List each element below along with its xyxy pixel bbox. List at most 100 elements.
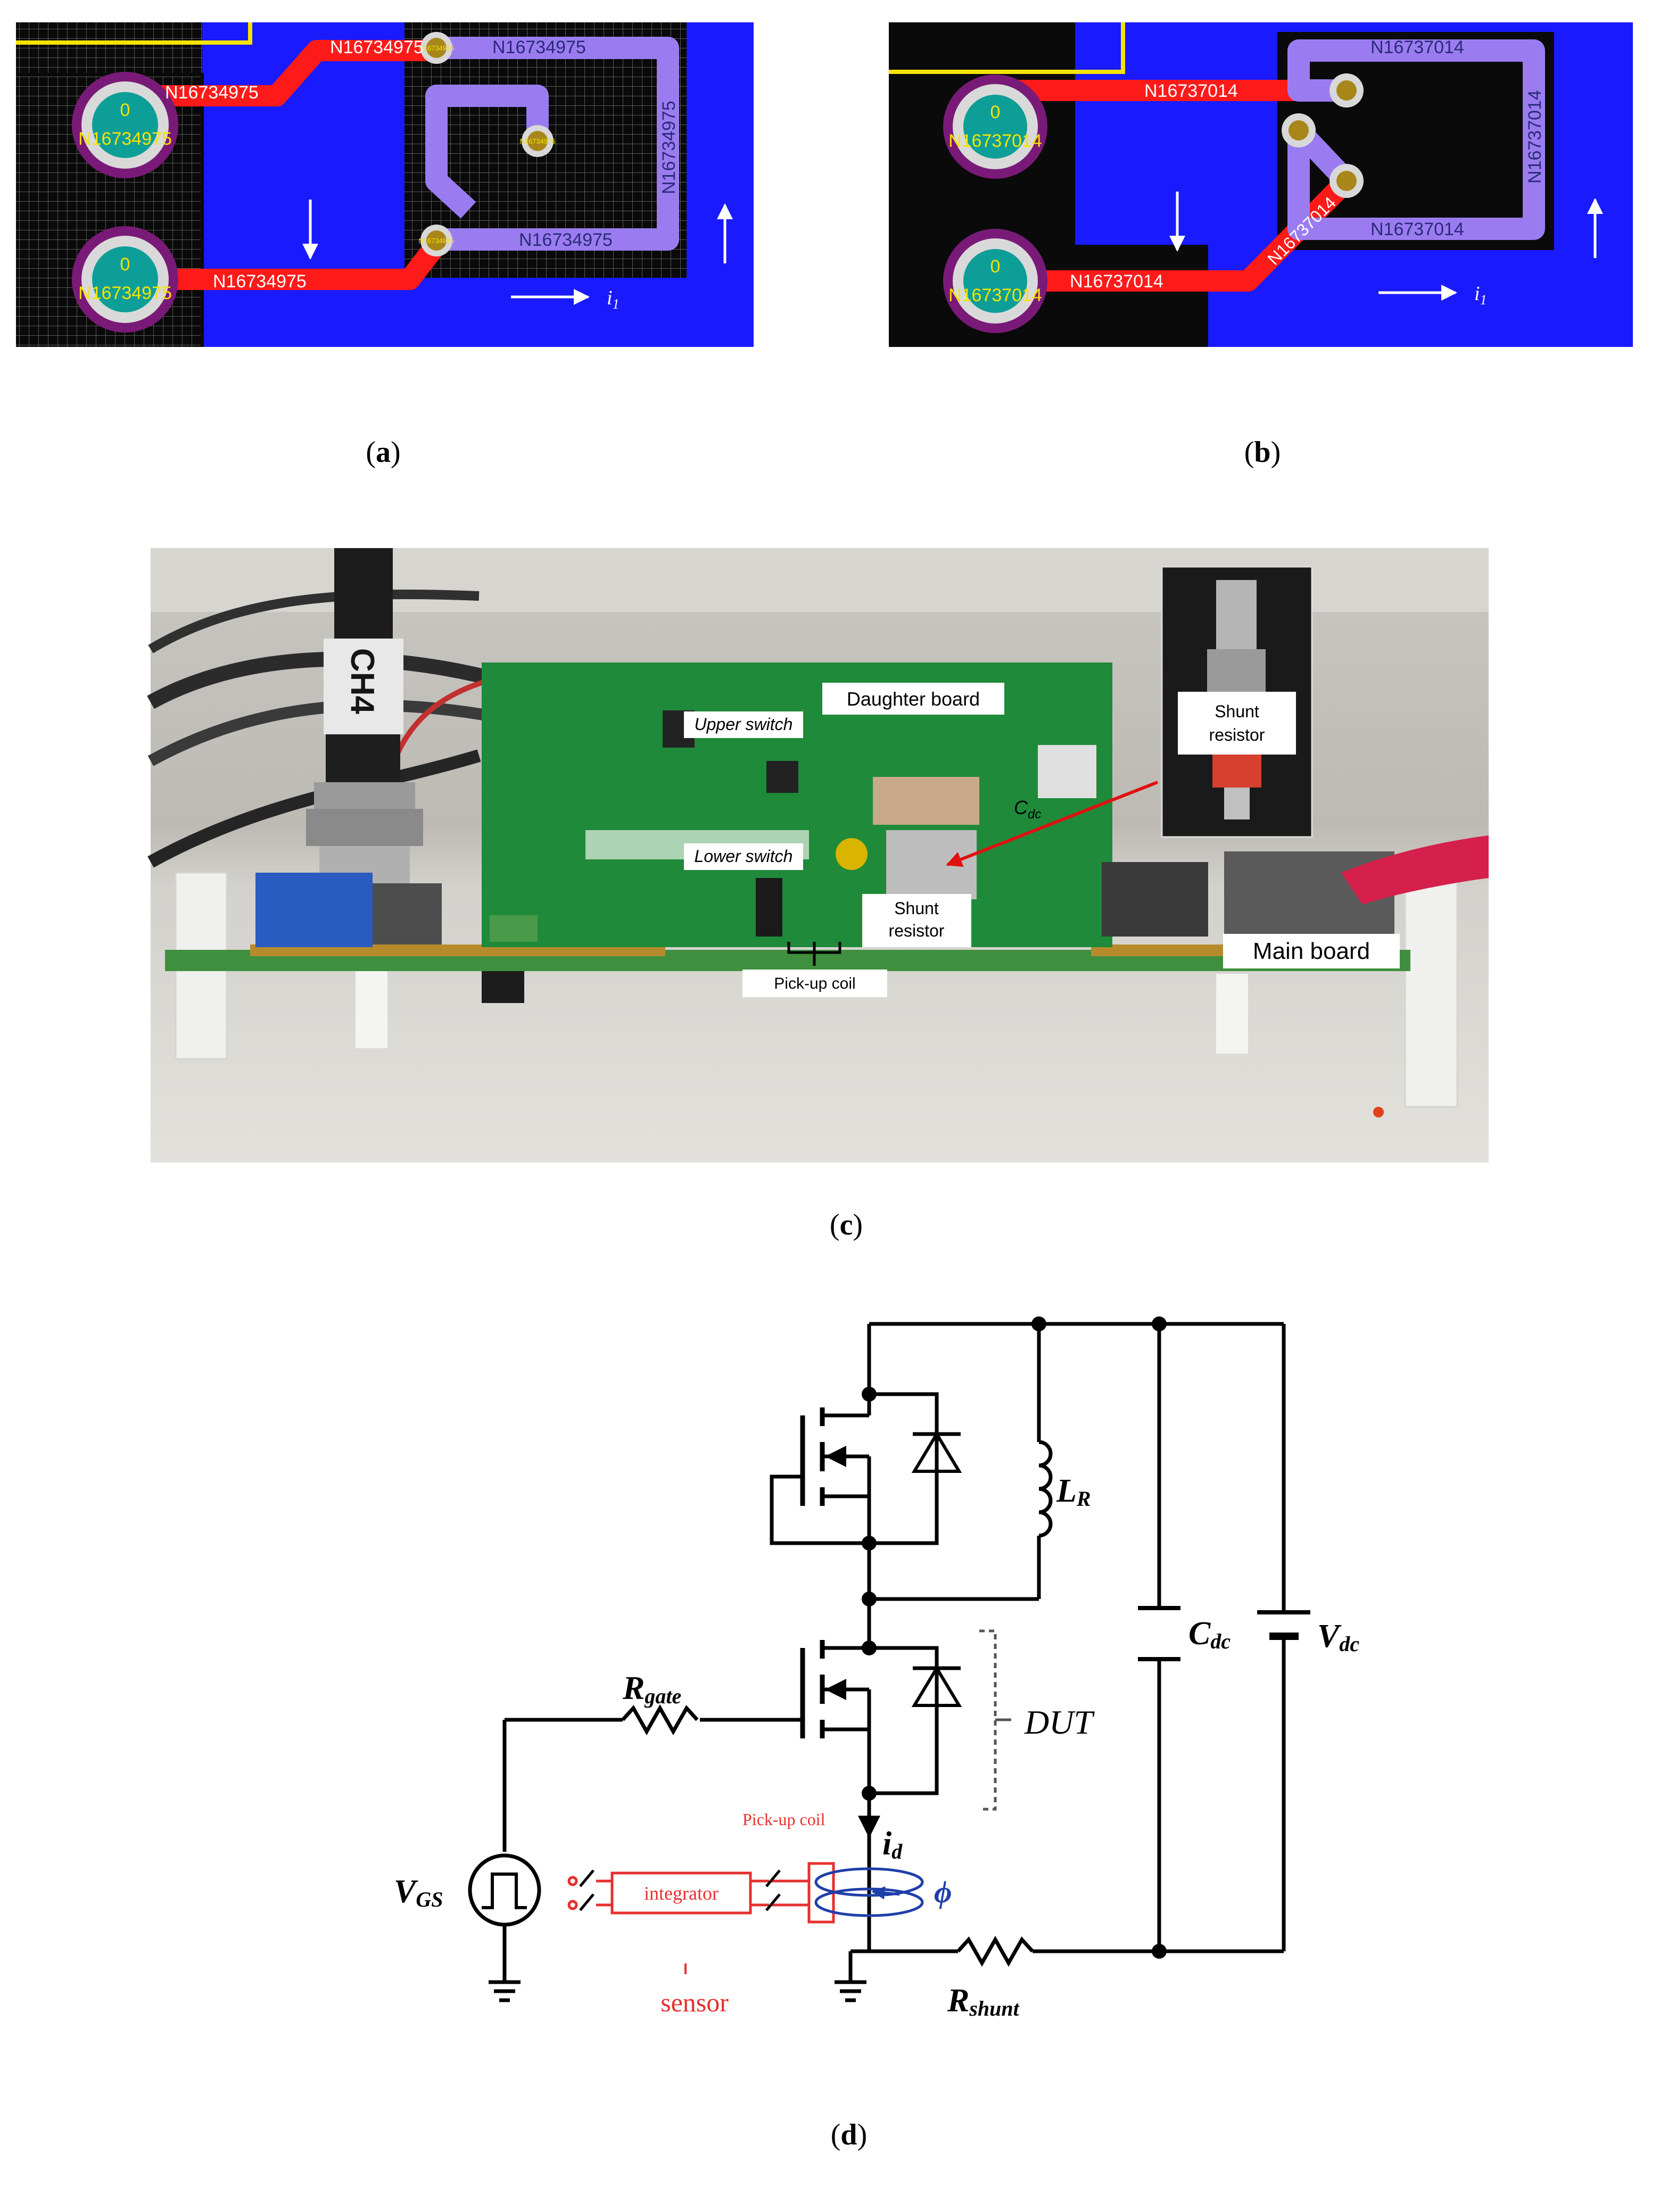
label-box	[684, 843, 803, 870]
pickup-coil-label: Pick-up coil	[774, 975, 855, 992]
pad-net: N16734975	[78, 129, 172, 149]
mosfet-arrow	[825, 1446, 846, 1467]
upper-switch-label: Upper switch	[695, 715, 793, 734]
vdc-label: Vdc	[1317, 1618, 1359, 1656]
integrator-label: integrator	[644, 1883, 719, 1904]
label-box	[1223, 934, 1400, 968]
caption-b: (b)	[1244, 436, 1281, 469]
net-label: N16737014	[1370, 37, 1464, 57]
ground-symbol	[489, 1980, 521, 2002]
net-label: N16737014	[1525, 90, 1545, 184]
sensor-label: sensor	[660, 1987, 729, 2017]
main-board-label: Main board	[1253, 938, 1370, 964]
inductor-coil	[1038, 1440, 1053, 1538]
via-label: N16734975	[418, 44, 454, 52]
label-box	[822, 683, 1004, 715]
blue-connector	[255, 873, 373, 947]
pad-net: N16734975	[78, 283, 172, 303]
current-label: i1	[607, 287, 620, 312]
via	[522, 125, 554, 157]
id-label: id	[882, 1826, 903, 1863]
current-label: i1	[1474, 283, 1487, 308]
via-label: N16734975	[519, 137, 555, 145]
via	[1330, 73, 1364, 107]
diode	[911, 1431, 962, 1473]
panel-b: 0 N16737014 0 N16737014 N16737014 N16737…	[889, 22, 1633, 469]
net-label: N16737014	[1070, 271, 1163, 292]
panel-a: N16734975 N16734975 N16734975 0 N1673497…	[16, 22, 754, 469]
dut-bracket	[979, 1629, 997, 1811]
label-box	[742, 970, 887, 997]
pickup-coil-label: Pick-up coil	[742, 1810, 825, 1829]
through-hole-pad	[72, 72, 178, 178]
rgate-label: Rgate	[622, 1670, 681, 1708]
caption-d: (d)	[831, 2118, 867, 2151]
lr-label: LR	[1056, 1473, 1091, 1511]
pickup-coil-bracket	[787, 942, 841, 966]
net-label: N16734975	[659, 101, 679, 194]
ground-symbol	[835, 1980, 866, 2002]
net-label: N16734975	[492, 37, 586, 57]
through-hole-pad	[943, 229, 1047, 333]
dut-label: DUT	[1024, 1703, 1095, 1741]
red-trace-top	[125, 40, 436, 106]
pad-net: N16737014	[948, 131, 1042, 151]
label-box	[862, 894, 971, 947]
via-label: N16734975	[418, 237, 454, 245]
cdc-label: Cdc	[1014, 797, 1041, 822]
daughter-board	[482, 662, 1112, 947]
net-label: N16734975	[213, 271, 307, 292]
net-label: N16737014	[1144, 81, 1238, 101]
inset-shunt-line1: Shunt	[1215, 702, 1259, 721]
via	[420, 32, 452, 64]
shunt-resistor	[956, 1935, 1034, 1967]
pad-number: 0	[120, 254, 130, 275]
caption-a: (a)	[366, 436, 400, 469]
red-trace-bottom	[125, 238, 445, 290]
vgs-label: VGS	[394, 1874, 443, 1911]
pad-number: 0	[990, 256, 1001, 277]
panel-c-photo: CH4	[147, 548, 1489, 1241]
standoff	[1404, 872, 1458, 1108]
sensor-circuit	[567, 1862, 835, 1974]
cdc-label: Cdc	[1188, 1615, 1231, 1653]
net-label: N16734975	[519, 230, 613, 250]
label-box	[684, 711, 803, 738]
daughter-board-label: Daughter board	[847, 688, 980, 710]
junction-dots	[862, 1316, 1167, 1959]
pulse-source	[468, 1853, 541, 1927]
caption-c: (c)	[830, 1208, 863, 1241]
lower-switch-label: Lower switch	[695, 847, 793, 866]
red-trace-bottom	[995, 173, 1355, 292]
panel-d-schematic	[468, 1322, 1310, 2002]
via	[420, 225, 452, 256]
phi-label: ϕ	[934, 1875, 952, 1909]
purple-loop-outer	[436, 37, 679, 251]
integrator-box	[610, 1871, 752, 1915]
pad-number: 0	[990, 102, 1001, 122]
pointer-arrow	[946, 781, 1159, 867]
shunt-inset: Shunt resistor	[1161, 566, 1313, 838]
shunt-label-line1: Shunt	[894, 899, 939, 918]
through-hole-pad	[943, 74, 1047, 179]
shunt-label-line2: resistor	[889, 921, 945, 940]
silkscreen-outline	[16, 22, 252, 45]
purple-loop-inner	[425, 85, 549, 219]
pad-net: N16737014	[948, 285, 1042, 305]
through-hole-pad	[72, 226, 178, 333]
net-label: N16734975	[165, 82, 259, 103]
via	[1330, 164, 1364, 198]
silkscreen-outline	[889, 22, 1125, 74]
pad-number: 0	[120, 100, 130, 120]
schematic-labels: LR Cdc Vdc Rgate DUT VGS Pick-up coil id…	[394, 1473, 1359, 2020]
probe-tag: CH4	[344, 648, 381, 715]
gate-resistor	[621, 1704, 699, 1736]
inset-shunt-line2: resistor	[1209, 725, 1265, 744]
net-label: N16737014	[1370, 219, 1464, 239]
via	[1282, 113, 1316, 147]
net-label: N16734975	[330, 37, 424, 57]
diode	[911, 1665, 962, 1707]
flux-loops	[814, 1867, 924, 1917]
mosfet-arrow	[825, 1679, 846, 1700]
